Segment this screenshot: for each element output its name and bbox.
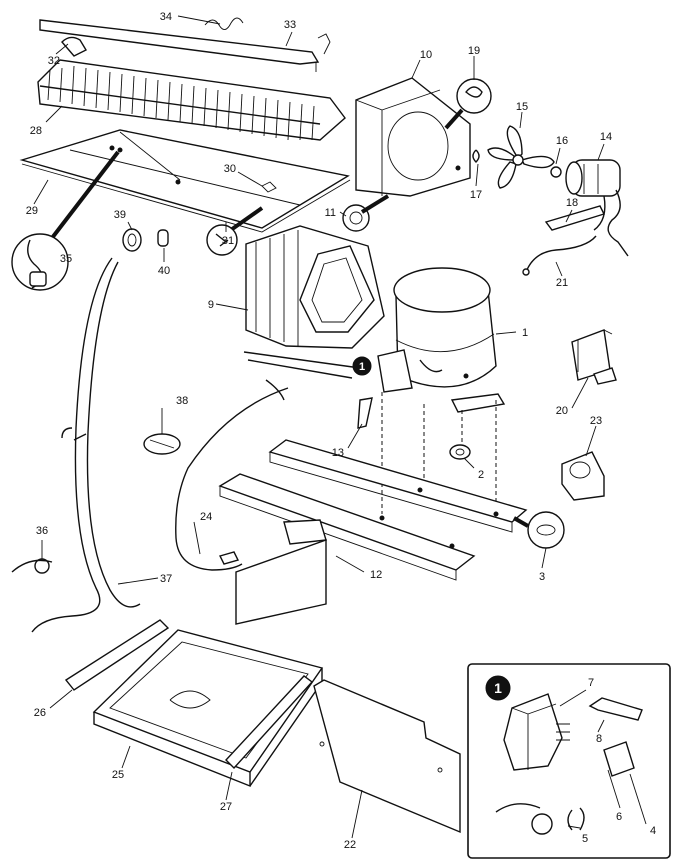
grommet-11: [342, 194, 390, 232]
rail-26: [64, 619, 170, 691]
callout-18: 18: [566, 197, 578, 209]
tube-33: [39, 19, 320, 65]
callout-32: 32: [48, 55, 60, 67]
callout-23: 23: [590, 415, 602, 427]
callout-20: 20: [556, 405, 568, 417]
suction-line-37: [31, 257, 113, 633]
grommet-2: [449, 444, 471, 460]
callout-16: 16: [556, 135, 568, 147]
locate-lines: [381, 392, 497, 514]
detail-3: [513, 511, 565, 549]
compressor: [377, 267, 506, 413]
callout-15: 15: [516, 101, 528, 113]
callout-37: 37: [160, 573, 172, 585]
inset-detail-box: [467, 663, 671, 859]
callout-8: 8: [596, 733, 602, 745]
callout-31: 31: [222, 235, 234, 247]
rail-27: [225, 675, 314, 770]
detail-31: [206, 206, 264, 256]
condenser-coil: [37, 59, 346, 141]
callout-36: 36: [36, 525, 48, 537]
clip-40: [157, 229, 169, 247]
panel-29: [19, 129, 351, 233]
callout-38: 38: [176, 395, 188, 407]
callout-22: 22: [344, 839, 356, 851]
callout-26: 26: [34, 707, 46, 719]
grommet-36: [11, 558, 53, 574]
detail-marker-label: 1: [359, 361, 365, 373]
detail-marker: 1: [352, 356, 372, 376]
callout-2: 2: [478, 469, 484, 481]
callout-10: 10: [420, 49, 432, 61]
callout-35: 35: [60, 253, 72, 265]
callout-7: 7: [588, 677, 594, 689]
fan-shroud: [355, 77, 471, 197]
callout-28: 28: [30, 125, 42, 137]
overload-23: [561, 451, 605, 501]
callout-27: 27: [220, 801, 232, 813]
callout-labels: 34 33 32 28 10 19 15 16 14 17 18 21 11 2…: [26, 11, 656, 851]
callout-33: 33: [284, 19, 296, 31]
tube-24: [175, 387, 289, 571]
detail-19: [444, 78, 492, 130]
callout-29: 29: [26, 205, 38, 217]
callout-19: 19: [468, 45, 480, 57]
detail-35: [11, 150, 120, 291]
relay-20: [571, 329, 617, 385]
callout-40: 40: [158, 265, 170, 277]
drier-38: [143, 433, 181, 455]
callout-1: 1: [522, 327, 528, 339]
callout-14: 14: [600, 131, 612, 143]
callout-24: 24: [200, 511, 212, 523]
clip-17: [472, 149, 480, 163]
callout-21: 21: [556, 277, 568, 289]
callout-30: 30: [224, 163, 236, 175]
evaporator-coil: [243, 225, 385, 379]
bracket: [315, 33, 331, 72]
strap-39: [122, 228, 142, 252]
access-panel-22: [313, 679, 461, 834]
inset-marker-label: 1: [494, 680, 502, 696]
callout-13: 13: [332, 447, 344, 459]
nut-16: [550, 166, 562, 178]
callout-34: 34: [160, 11, 172, 23]
clip-32: [61, 36, 87, 57]
callout-6: 6: [616, 811, 622, 823]
callout-17: 17: [470, 189, 482, 201]
base-rails: [218, 439, 528, 625]
leader-lines: [33, 15, 647, 839]
callout-4: 4: [650, 825, 656, 837]
inset-marker: 1: [485, 675, 511, 701]
fan-motor: [565, 159, 629, 257]
callout-11: 11: [325, 207, 336, 219]
bracket-18: [544, 205, 605, 231]
callout-25: 25: [112, 769, 124, 781]
callout-12: 12: [370, 569, 382, 581]
capillary-13: [265, 379, 373, 429]
fan-blade: [487, 125, 555, 189]
callout-9: 9: [208, 299, 214, 311]
callout-5: 5: [582, 833, 588, 845]
callout-39: 39: [114, 209, 126, 221]
callout-3: 3: [539, 571, 545, 583]
harness-21: [525, 235, 597, 273]
drain-pan: [92, 629, 324, 788]
wire-34: [204, 17, 244, 30]
